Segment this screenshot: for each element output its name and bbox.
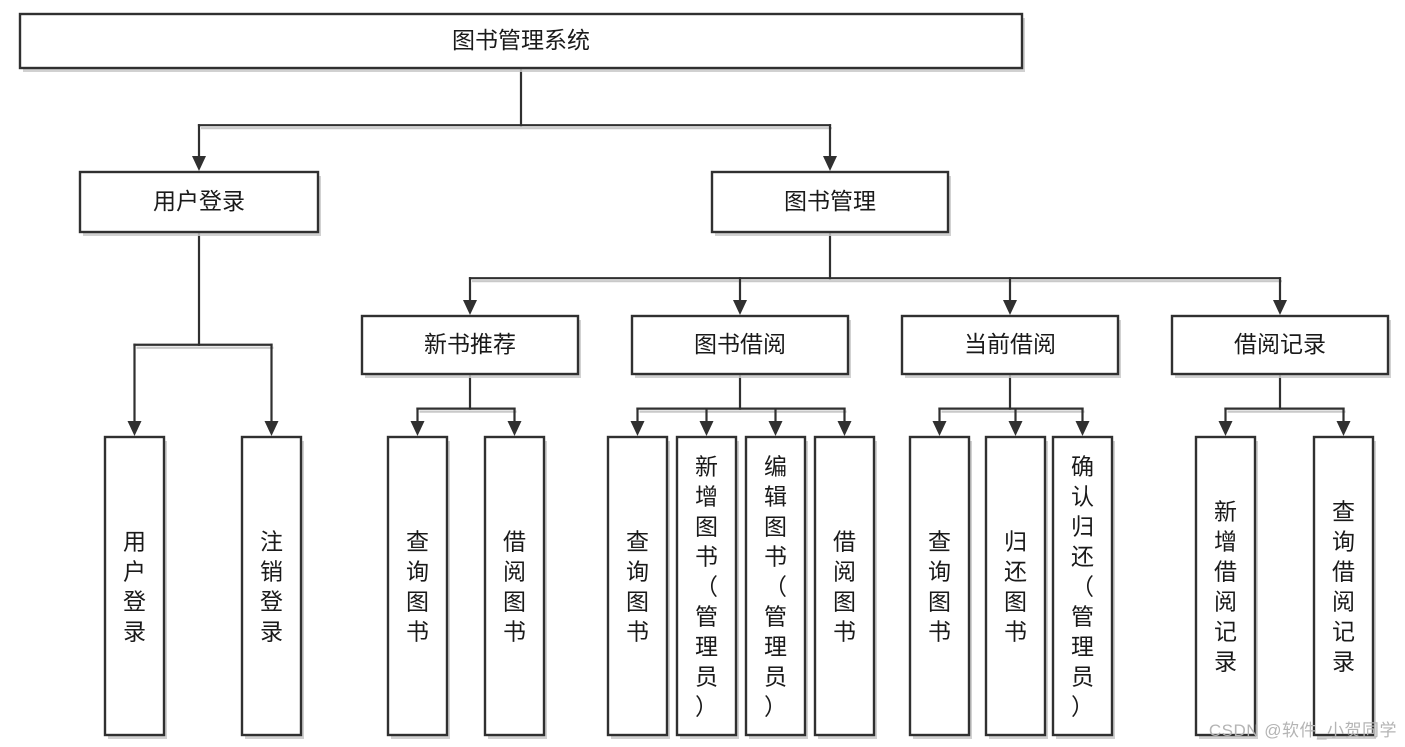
node-leaf-return-book[interactable]: 归还图书 — [984, 435, 1048, 739]
node-borrow-record[interactable]: 借阅记录 — [1170, 314, 1391, 378]
node-leaf-logout[interactable]: 注销登录 — [240, 435, 304, 739]
connector-group — [932, 372, 1090, 436]
node-book-mgmt[interactable]: 图书管理 — [710, 170, 951, 236]
arrow-head-icon — [1336, 421, 1351, 436]
node-layer: 图书管理系统用户登录图书管理新书推荐图书借阅当前借阅借阅记录用户登录注销登录查询… — [18, 12, 1391, 739]
arrow-head-icon — [463, 300, 477, 315]
node-rect[interactable] — [360, 314, 580, 376]
node-rect[interactable] — [483, 435, 546, 737]
node-rect[interactable] — [908, 435, 971, 737]
arrow-head-icon — [264, 421, 279, 436]
connector-group — [192, 66, 837, 171]
node-leaf-query-record[interactable]: 查询借阅记录 — [1312, 435, 1376, 739]
arrow-head-icon — [127, 421, 142, 436]
node-leaf-borrow-book-2[interactable]: 借阅图书 — [813, 435, 877, 739]
node-label: 用户登录 — [123, 528, 146, 644]
connector-group — [630, 372, 852, 436]
node-rect[interactable] — [1051, 435, 1114, 737]
arrow-head-icon — [932, 421, 947, 436]
arrow-head-icon — [699, 421, 714, 436]
node-rect[interactable] — [900, 314, 1120, 376]
node-leaf-user-login[interactable]: 用户登录 — [103, 435, 167, 739]
node-rect[interactable] — [675, 435, 738, 737]
node-root[interactable]: 图书管理系统 — [18, 12, 1025, 72]
node-label: 借阅记录 — [1234, 331, 1326, 357]
node-rect[interactable] — [606, 435, 669, 737]
arrow-head-icon — [837, 421, 852, 436]
arrow-head-icon — [1218, 421, 1233, 436]
node-label: 图书借阅 — [694, 331, 786, 357]
node-rect[interactable] — [984, 435, 1047, 737]
node-label: 查询图书 — [928, 528, 951, 644]
node-rect[interactable] — [630, 314, 850, 376]
node-label: 查询图书 — [406, 528, 429, 644]
node-label: 查询图书 — [626, 528, 649, 644]
node-rect[interactable] — [1194, 435, 1257, 737]
arrow-head-icon — [1008, 421, 1023, 436]
node-book-borrow[interactable]: 图书借阅 — [630, 314, 851, 378]
node-label: 确认归还（管理员） — [1071, 453, 1094, 719]
arrow-head-icon — [733, 300, 747, 315]
node-leaf-confirm-return[interactable]: 确认归还（管理员） — [1051, 435, 1115, 739]
node-label: 图书管理系统 — [452, 27, 590, 53]
arrow-head-icon — [410, 421, 425, 436]
connector-group — [410, 372, 522, 436]
node-label: 注销登录 — [260, 528, 283, 644]
node-leaf-add-record[interactable]: 新增借阅记录 — [1194, 435, 1258, 739]
arrow-head-icon — [192, 156, 206, 171]
node-rect[interactable] — [744, 435, 807, 737]
node-label: 新增借阅记录 — [1214, 498, 1237, 674]
node-leaf-edit-book[interactable]: 编辑图书（管理员） — [744, 435, 808, 739]
node-leaf-query-book-2[interactable]: 查询图书 — [606, 435, 670, 739]
node-leaf-borrow-book-1[interactable]: 借阅图书 — [483, 435, 547, 739]
node-new-book-rec[interactable]: 新书推荐 — [360, 314, 581, 378]
connector-group — [1218, 372, 1351, 436]
node-label: 用户登录 — [153, 188, 245, 214]
node-label: 图书管理 — [784, 188, 876, 214]
connector-group — [127, 230, 279, 436]
arrow-head-icon — [768, 421, 783, 436]
node-label: 新增图书（管理员） — [695, 453, 718, 719]
arrow-head-icon — [630, 421, 645, 436]
node-label: 查询借阅记录 — [1332, 498, 1355, 674]
node-rect[interactable] — [1170, 314, 1390, 376]
node-rect[interactable] — [78, 170, 320, 234]
node-rect[interactable] — [1312, 435, 1375, 737]
node-label: 新书推荐 — [424, 331, 516, 357]
node-leaf-add-book[interactable]: 新增图书（管理员） — [675, 435, 739, 739]
node-current-borrow[interactable]: 当前借阅 — [900, 314, 1121, 378]
node-rect[interactable] — [710, 170, 950, 234]
arrow-head-icon — [1273, 300, 1287, 315]
node-label: 编辑图书（管理员） — [764, 453, 787, 719]
node-label: 借阅图书 — [503, 528, 526, 644]
node-rect[interactable] — [240, 435, 303, 737]
node-rect[interactable] — [386, 435, 449, 737]
arrow-head-icon — [507, 421, 522, 436]
node-leaf-query-book-1[interactable]: 查询图书 — [386, 435, 450, 739]
arrow-head-icon — [823, 156, 837, 171]
arrow-head-icon — [1075, 421, 1090, 436]
arrow-head-icon — [1003, 300, 1017, 315]
node-label: 当前借阅 — [964, 331, 1056, 357]
node-user-login[interactable]: 用户登录 — [78, 170, 321, 236]
connector-layer — [127, 66, 1351, 436]
node-rect[interactable] — [103, 435, 166, 737]
node-label: 归还图书 — [1004, 528, 1027, 644]
connector-group — [463, 230, 1287, 315]
node-leaf-query-book-3[interactable]: 查询图书 — [908, 435, 972, 739]
node-rect[interactable] — [18, 12, 1024, 70]
node-label: 借阅图书 — [833, 528, 856, 644]
node-rect[interactable] — [813, 435, 876, 737]
